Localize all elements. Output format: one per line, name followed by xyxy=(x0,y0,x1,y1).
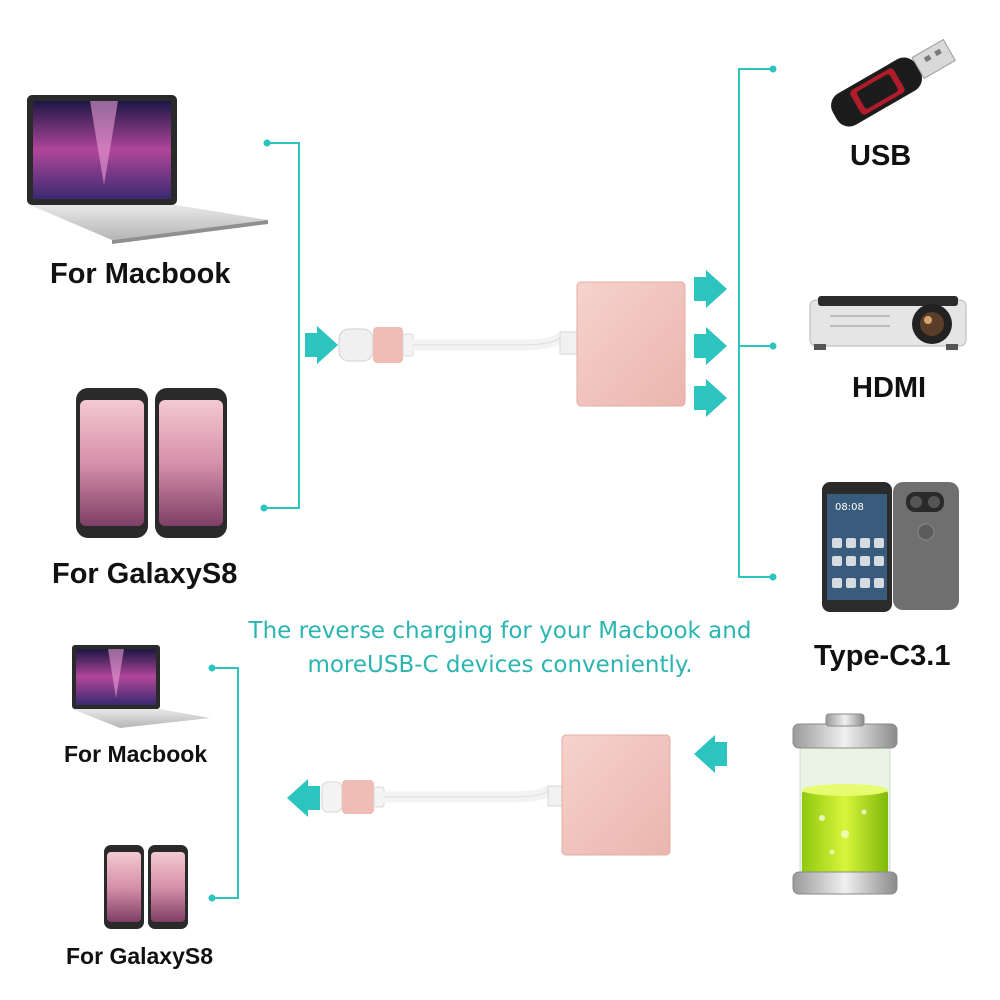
galaxy-s8-phones-icon xyxy=(104,845,188,929)
output-arrow-icon xyxy=(694,270,727,308)
macbook-laptop-icon xyxy=(27,95,268,244)
label-hdmi-output: HDMI xyxy=(852,372,927,404)
input-arrow-icon xyxy=(305,326,338,364)
label-typec-output: Type-C3.1 xyxy=(814,640,951,672)
label-macbook-source: For Macbook xyxy=(50,258,231,290)
usb-c-adapter-bottom xyxy=(321,734,671,856)
usb-c-adapter-top xyxy=(338,281,686,407)
caption-line-2: moreUSB-C devices conveniently. xyxy=(307,652,693,678)
projector-icon xyxy=(809,296,967,350)
macbook-laptop-icon xyxy=(72,645,210,728)
huawei-phones-icon: 08:08 xyxy=(822,482,959,612)
output-bracket xyxy=(738,65,777,581)
svg-text:08:08: 08:08 xyxy=(835,502,864,513)
input-bracket xyxy=(260,139,300,512)
output-arrow-icon xyxy=(694,379,727,417)
caption-line-1: The reverse charging for your Macbook an… xyxy=(248,618,752,644)
charging-output-arrow-icon xyxy=(287,779,320,817)
galaxy-s8-phones-icon xyxy=(76,388,227,538)
label-usb-output: USB xyxy=(850,140,912,172)
power-input-arrow-icon xyxy=(694,735,727,773)
usb-flash-drive-icon xyxy=(831,38,956,127)
output-arrow-icon xyxy=(694,327,727,365)
battery-icon xyxy=(792,713,898,895)
label-galaxy-target: For GalaxyS8 xyxy=(66,943,214,969)
label-galaxy-source: For GalaxyS8 xyxy=(52,558,238,590)
target-bracket xyxy=(208,664,239,902)
label-macbook-target: For Macbook xyxy=(64,741,208,767)
